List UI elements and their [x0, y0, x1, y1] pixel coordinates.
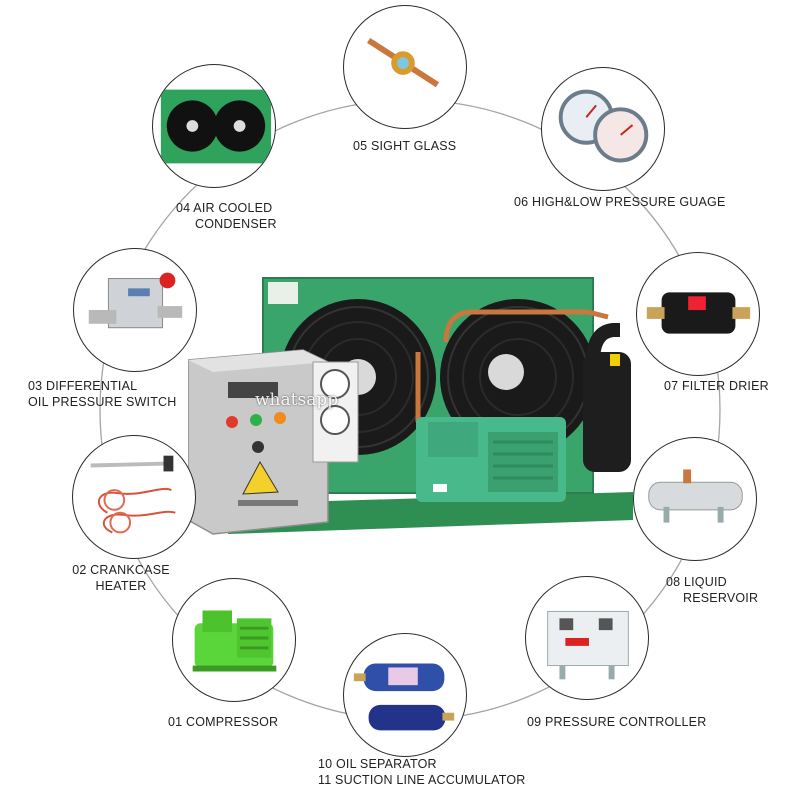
label-oil-separator: 10 OIL SEPARATOR 11 SUCTION LINE ACCUMUL… [318, 756, 526, 788]
sight-glass-icon [367, 37, 440, 88]
label-filter-drier: 07 FILTER DRIER [664, 379, 769, 393]
label-oil-pressure-switch: 03 DIFFERENTIAL OIL PRESSURE SWITCH [28, 378, 177, 410]
label-oil-line1: 03 DIFFERENTIAL [28, 379, 138, 393]
label-separator-line1: 10 OIL SEPARATOR [318, 757, 437, 771]
label-reservoir-line1: 08 LIQUID [666, 575, 727, 589]
pressure-switch-icon [88, 272, 183, 329]
label-pressure-controller: 09 PRESSURE CONTROLLER [527, 715, 707, 729]
oil-separator-bubble [343, 633, 467, 757]
label-sight-glass: 05 SIGHT GLASS [353, 139, 457, 153]
liquid-reservoir-bubble [633, 437, 757, 561]
filter-drier-bubble [636, 252, 760, 376]
label-crankcase-line1: 02 CRANKCASE [72, 563, 170, 577]
label-crankcase-line2: HEATER [95, 579, 147, 593]
label-liquid-reservoir: 08 LIQUID RESERVOIR [666, 574, 758, 606]
liquid-reservoir-icon [648, 469, 743, 523]
pressure-gauge-icon [558, 89, 649, 163]
label-reservoir-line2: RESERVOIR [683, 591, 759, 605]
label-compressor: 01 COMPRESSOR [168, 715, 279, 729]
condensing-unit-image [188, 272, 638, 542]
crankcase-heater-icon [90, 455, 176, 534]
pressure-controller-icon [547, 610, 629, 680]
sight-glass-bubble [343, 5, 467, 129]
label-pressure-gauge: 06 HIGH&LOW PRESSURE GUAGE [514, 195, 726, 209]
label-condenser-line2: CONDENSER [195, 217, 277, 231]
label-oil-line2: OIL PRESSURE SWITCH [28, 395, 177, 409]
label-condenser-line1: 04 AIR COOLED [176, 201, 273, 215]
label-crankcase-heater: 02 CRANKCASE HEATER [70, 562, 172, 594]
compressor-icon [192, 610, 277, 672]
label-separator-line2: 11 SUCTION LINE ACCUMULATOR [318, 773, 526, 787]
filter-drier-icon [646, 292, 751, 334]
compressor-bubble [172, 578, 296, 702]
pressure-gauge-bubble [541, 67, 665, 191]
watermark-text: whatsapp [255, 390, 339, 410]
condenser-bubble [152, 64, 276, 188]
oil-separator-icon [353, 663, 455, 731]
crankcase-heater-bubble [72, 435, 196, 559]
oil-pressure-switch-bubble [73, 248, 197, 372]
condenser-icon [160, 89, 272, 164]
label-condenser: 04 AIR COOLED CONDENSER [176, 200, 277, 232]
pressure-controller-bubble [525, 576, 649, 700]
